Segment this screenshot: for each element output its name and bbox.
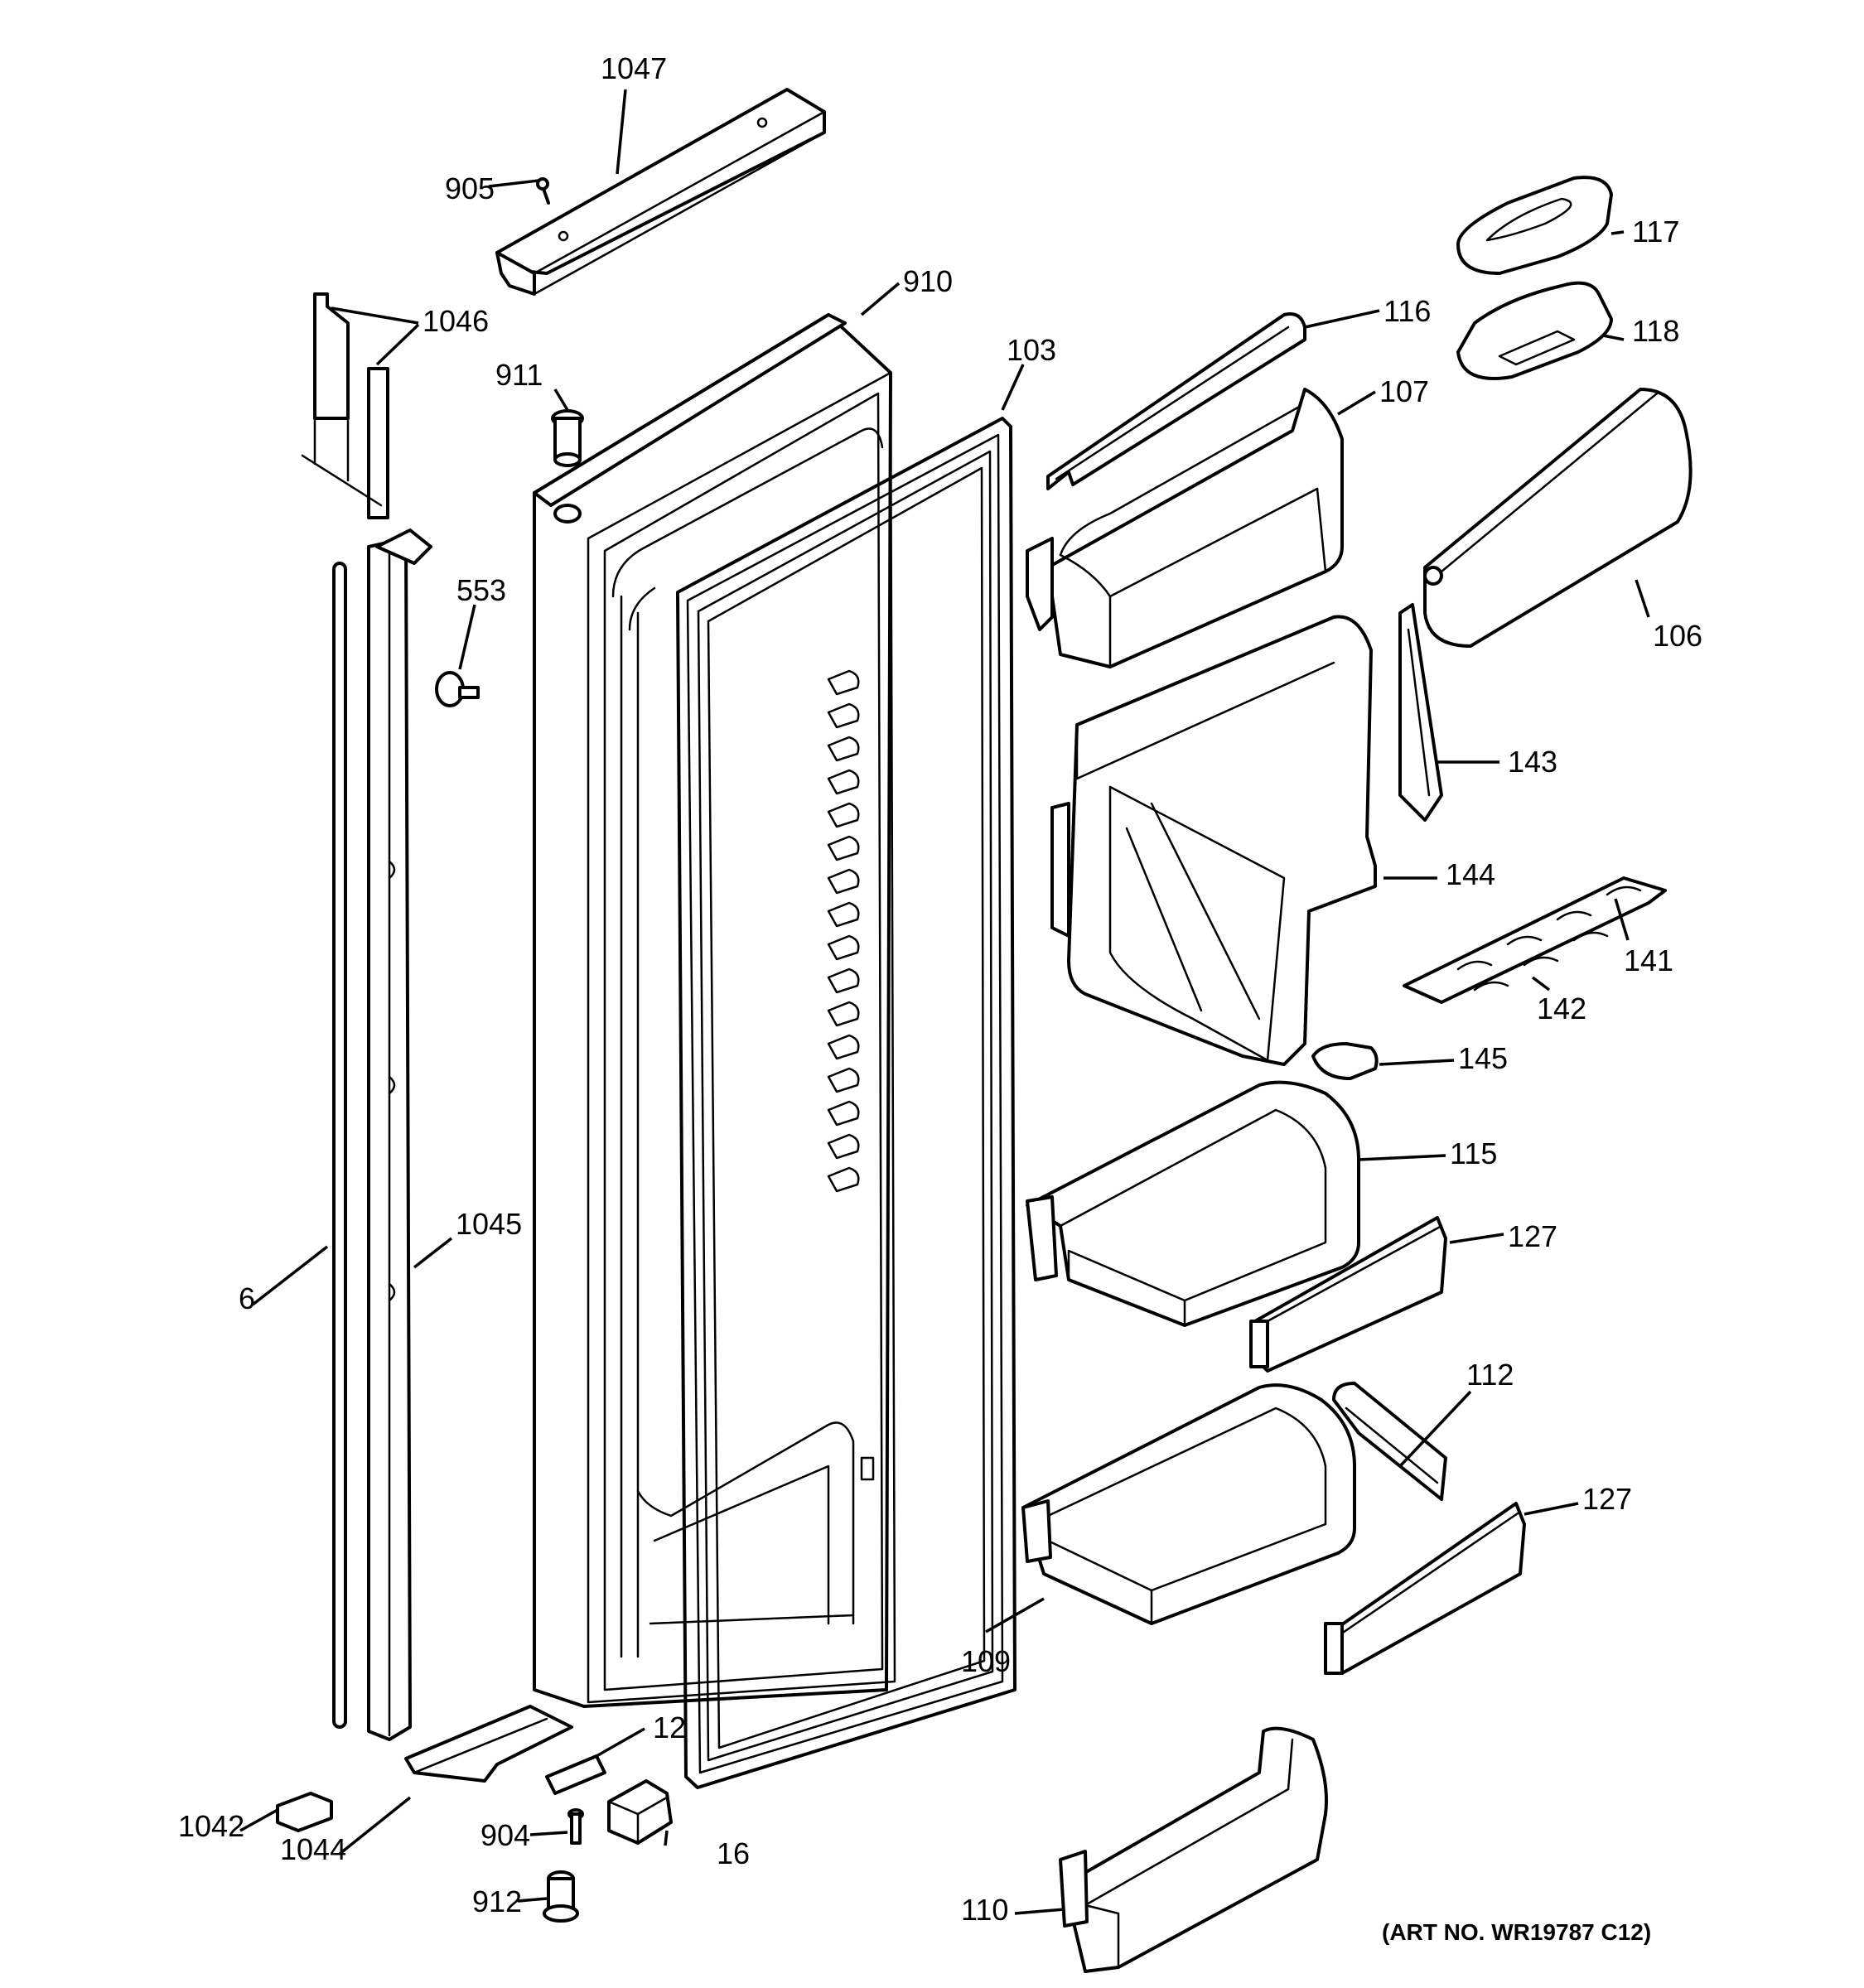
callout-142: 142 xyxy=(1537,992,1586,1025)
part-107-door-bin xyxy=(1026,388,1344,668)
part-116-shelf-rail xyxy=(1046,312,1306,490)
part-144-dispenser-housing xyxy=(1050,615,1377,1066)
callout-12: 12 xyxy=(653,1711,686,1744)
part-1046-channel xyxy=(301,292,389,519)
part-112-divider xyxy=(1332,1382,1447,1501)
callout-553: 553 xyxy=(456,573,506,607)
callout-144: 144 xyxy=(1446,857,1495,891)
callout-103: 103 xyxy=(1007,333,1056,367)
callout-112: 112 xyxy=(1466,1358,1514,1392)
part-106-cover xyxy=(1423,388,1693,648)
callout-117: 117 xyxy=(1632,215,1679,248)
callout-1046: 1046 xyxy=(423,304,489,338)
part-110-door-bin xyxy=(1059,1726,1328,1973)
leader-lines xyxy=(239,89,1650,1915)
callout-118: 118 xyxy=(1632,314,1679,348)
part-127-lower-retainer xyxy=(1324,1502,1526,1675)
callout-1042: 1042 xyxy=(178,1809,244,1843)
callout-141: 141 xyxy=(1624,943,1673,977)
callout-912: 912 xyxy=(472,1884,522,1918)
callout-145: 145 xyxy=(1458,1041,1508,1075)
part-912-bushing xyxy=(543,1870,579,1923)
callout-109: 109 xyxy=(961,1644,1011,1678)
callout-110: 110 xyxy=(961,1893,1008,1927)
callout-904: 904 xyxy=(480,1818,530,1852)
callout-6: 6 xyxy=(239,1281,255,1315)
part-1042-clip xyxy=(276,1792,333,1832)
callout-106: 106 xyxy=(1653,619,1702,653)
part-1044-bracket xyxy=(404,1705,573,1783)
part-16-hinge xyxy=(607,1779,673,1845)
callout-116: 116 xyxy=(1384,294,1431,328)
part-145-lens xyxy=(1311,1042,1379,1080)
callout-1044: 1044 xyxy=(280,1832,346,1866)
part-905-screw xyxy=(536,177,550,205)
callout-1047: 1047 xyxy=(601,51,667,85)
callout-1045: 1045 xyxy=(456,1207,522,1241)
callout-127-lower: 127 xyxy=(1582,1482,1632,1516)
door-shelf-ribs xyxy=(827,669,860,1193)
callout-107: 107 xyxy=(1379,374,1429,408)
part-911-bushing xyxy=(551,409,584,467)
callout-143: 143 xyxy=(1508,745,1557,779)
callout-115: 115 xyxy=(1450,1136,1497,1170)
art-number: (ART NO. WR19787 C12) xyxy=(1382,1919,1651,1945)
part-127-upper-retainer xyxy=(1249,1216,1447,1373)
part-117-dispenser-lid xyxy=(1456,176,1613,275)
part-12-bracket xyxy=(545,1754,606,1795)
part-1045-strip xyxy=(367,528,432,1741)
callout-labels: 1047 905 1046 910 911 103 553 116 107 11… xyxy=(178,51,1702,1945)
callout-127-upper: 127 xyxy=(1508,1219,1557,1253)
part-103-gasket xyxy=(676,417,1017,1789)
callout-905: 905 xyxy=(445,171,495,205)
part-115-door-bin xyxy=(1026,1080,1360,1327)
part-109-door-bin xyxy=(1021,1383,1356,1625)
part-553-plug xyxy=(435,671,480,707)
part-6-rod xyxy=(332,562,347,1729)
part-143-side-panel xyxy=(1398,603,1443,822)
callout-910: 910 xyxy=(903,264,953,298)
callout-16: 16 xyxy=(717,1836,750,1870)
part-141-142-ice-tray xyxy=(1403,876,1667,1004)
part-118-tray xyxy=(1456,281,1613,380)
part-1047-top-hinge-cover xyxy=(495,88,826,296)
part-904-screw xyxy=(567,1808,584,1845)
part-910-door-assembly xyxy=(533,313,896,1708)
callout-911: 911 xyxy=(495,358,543,392)
